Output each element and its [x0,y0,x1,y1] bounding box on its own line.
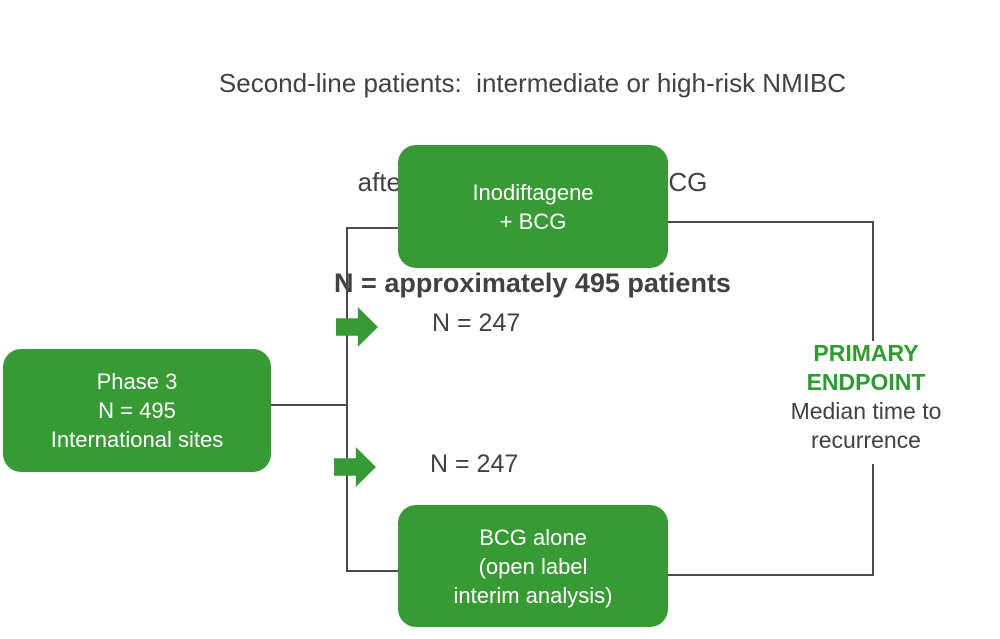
arm1-box-line-1: Inodiftagene [472,179,594,205]
phase3-box-line-1: Phase 3 [96,369,178,394]
connector-endpoint-lower-vertical [872,464,874,576]
arm2-bcg-alone-box: BCG alone (open label interim analysis) [398,505,668,627]
arm2-box-line-2: (open label [478,553,588,579]
connector-to-arm1-box [346,227,398,229]
connector-arm1-to-endpoint [668,221,874,223]
arm1-box-line-2: + BCG [499,208,567,234]
phase3-box-line-3: International sites [50,427,224,452]
arm1-n-label: N = 247 [432,309,521,337]
title-line-1: Second-line patients: intermediate or hi… [218,68,847,98]
arm2-box-line-3: interim analysis) [453,582,613,608]
connector-arm2-to-endpoint [668,574,874,576]
primary-endpoint-block: PRIMARY ENDPOINT Median time to recurren… [776,339,956,455]
primary-endpoint-heading-line-1: PRIMARY [813,340,919,366]
primary-endpoint-heading-line-2: ENDPOINT [806,369,926,395]
arm1-inodiftagene-bcg-box: Inodiftagene + BCG [398,145,668,268]
right-arrow-icon [334,447,376,487]
primary-endpoint-desc-line-2: recurrence [811,427,921,453]
arm2-box-line-1: BCG alone [479,524,587,550]
title-line-3-patient-count: N = approximately 495 patients [334,268,731,298]
connector-endpoint-upper-vertical [872,221,874,341]
connector-from-phase-box [270,404,348,406]
phase3-box-line-2: N = 495 [98,398,176,423]
phase3-box: Phase 3 N = 495 International sites [3,349,271,472]
arm2-n-label: N = 247 [430,450,519,478]
connector-vertical-branch-line [346,227,348,572]
connector-to-arm2-box [346,570,398,572]
primary-endpoint-desc-line-1: Median time to [790,398,942,424]
